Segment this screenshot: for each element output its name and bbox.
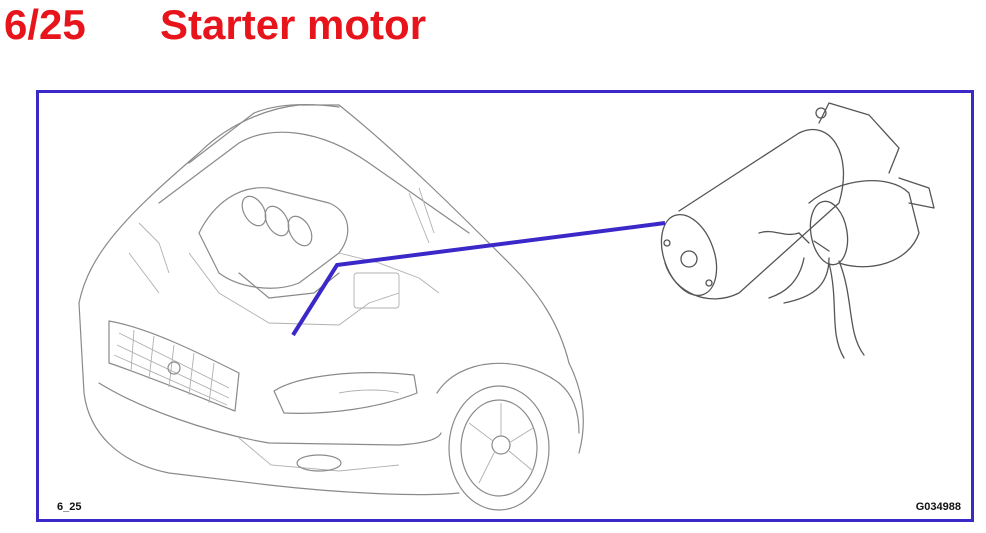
car-illustration	[78, 103, 584, 511]
page-number: 6/25	[4, 1, 86, 48]
image-id-code: G034988	[915, 501, 961, 513]
illustration-frame: 6_25 G034988	[36, 90, 974, 522]
starter-motor-illustration	[660, 102, 935, 359]
figure-ref-code: 6_25	[57, 501, 82, 513]
illustration-canvas	[78, 102, 935, 511]
callout-leader-line	[291, 221, 666, 337]
page-title: Starter motor	[160, 1, 427, 48]
